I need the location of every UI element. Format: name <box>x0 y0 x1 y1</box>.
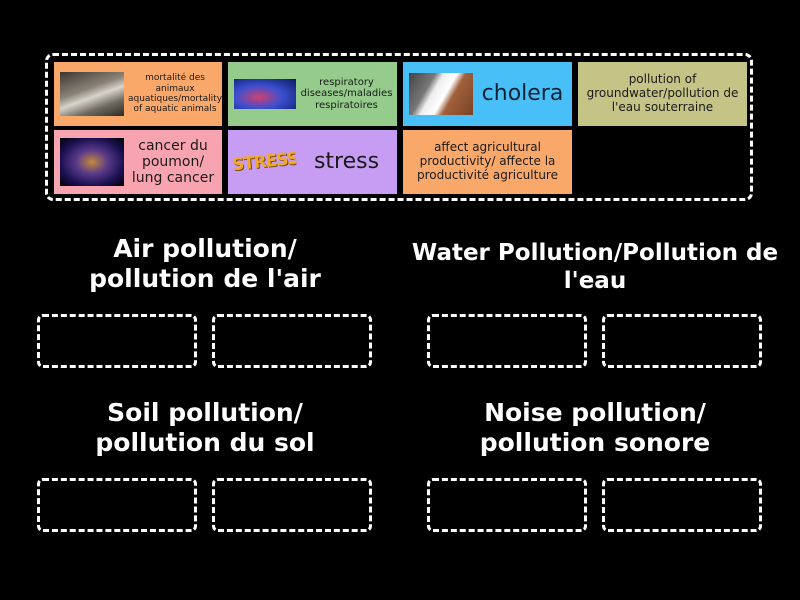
group-title-soil: Soil pollution/ pollution du sol <box>95 398 315 457</box>
group-title-noise: Noise pollution/ pollution sonore <box>479 398 711 457</box>
card-aquatic-mortality[interactable]: mortalité des animaux aquatiques/mortali… <box>54 62 222 126</box>
card-label: respiratory diseases/maladies respiratoi… <box>300 76 393 111</box>
lungs-image-icon <box>234 79 296 109</box>
drop-slot-air-1[interactable] <box>37 314 197 368</box>
card-agricultural-productivity[interactable]: affect agricultural productivity/ affect… <box>403 130 572 194</box>
card-label: affect agricultural productivity/ affect… <box>417 140 558 182</box>
card-label: pollution of groundwater/pollution de l'… <box>586 72 739 114</box>
cholera-patient-image-icon <box>409 73 473 115</box>
drop-slot-soil-1[interactable] <box>37 478 197 532</box>
card-groundwater-pollution[interactable]: pollution of groundwater/pollution de l'… <box>578 62 747 126</box>
drop-slot-noise-2[interactable] <box>602 478 762 532</box>
card-stress[interactable]: STRESS stress <box>228 130 397 194</box>
card-cholera[interactable]: cholera <box>403 62 572 126</box>
group-title-water: Water Pollution/Pollution de l'eau <box>411 240 779 294</box>
card-label: mortalité des animaux aquatiques/mortali… <box>128 73 222 115</box>
card-label: cancer du poumon/ lung cancer <box>131 137 215 187</box>
drop-slot-water-2[interactable] <box>602 314 762 368</box>
card-label: cholera <box>481 81 564 107</box>
dead-fish-image-icon <box>60 72 124 116</box>
drop-slot-air-2[interactable] <box>212 314 372 368</box>
card-lung-cancer[interactable]: cancer du poumon/ lung cancer <box>54 130 222 194</box>
group-title-air: Air pollution/ pollution de l'air <box>89 234 321 293</box>
card-respiratory-diseases[interactable]: respiratory diseases/maladies respiratoi… <box>228 62 397 126</box>
lung-cancer-image-icon <box>60 138 124 186</box>
card-pool <box>45 53 753 201</box>
drop-slot-noise-1[interactable] <box>427 478 587 532</box>
drop-slot-soil-2[interactable] <box>212 478 372 532</box>
drop-slot-water-1[interactable] <box>427 314 587 368</box>
card-label: stress <box>313 149 380 175</box>
stress-cartoon-image-icon: STRESS <box>231 148 299 176</box>
